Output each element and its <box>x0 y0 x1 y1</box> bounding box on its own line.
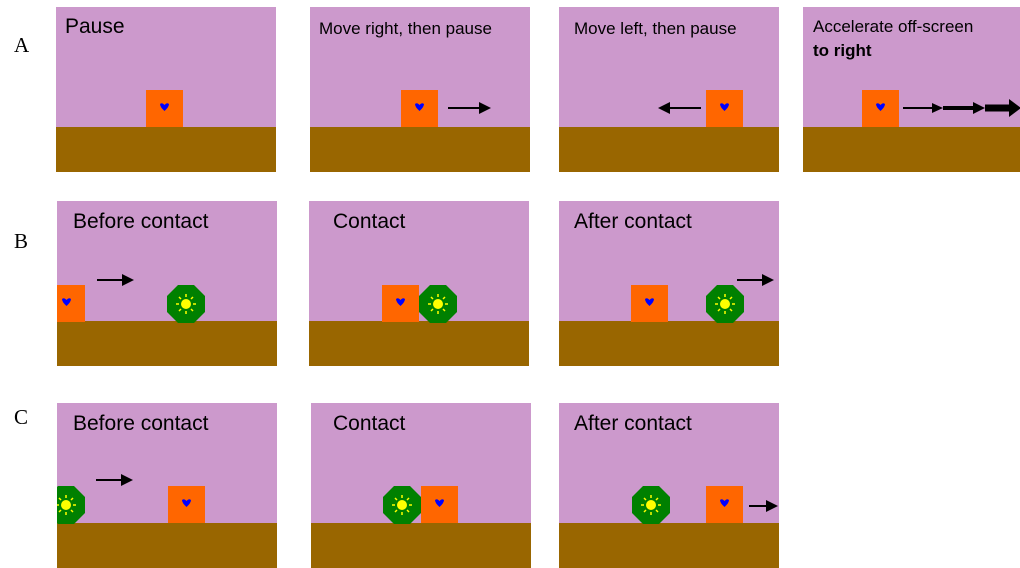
heart-square-icon <box>631 285 668 322</box>
panel-caption-line2: to right <box>813 41 872 60</box>
sun-octagon-icon <box>706 285 744 323</box>
heart-square-icon <box>146 90 183 127</box>
row-label-b: B <box>14 229 29 253</box>
ground <box>309 321 529 366</box>
panel-caption: Contact <box>333 210 406 233</box>
panel-caption: Pause <box>65 15 125 38</box>
panel-caption: Move left, then pause <box>574 19 737 38</box>
ground <box>559 127 779 172</box>
sun-octagon-icon <box>419 285 457 323</box>
panel-caption-line1: Accelerate off-screen <box>813 17 974 36</box>
right-arrow-icon <box>749 500 778 512</box>
heart-square-icon <box>862 90 899 127</box>
left-arrow-icon <box>658 102 701 114</box>
panel-caption: Move right, then pause <box>319 19 492 38</box>
panel-caption: Contact <box>333 412 406 435</box>
panel-c1-before-contact: Before contact <box>57 403 277 568</box>
heart-square-icon <box>168 486 205 523</box>
ground <box>803 127 1020 172</box>
sun-octagon-icon <box>632 486 670 524</box>
panel-a3-move-left: Move left, then pause <box>559 7 779 172</box>
panel-a4-accelerate: Accelerate off-screen to right <box>803 7 1020 172</box>
sun-octagon-icon <box>167 285 205 323</box>
heart-square-icon <box>706 90 743 127</box>
right-arrow-icon <box>96 474 133 486</box>
row-label-a: A <box>14 33 30 57</box>
heart-square-icon <box>706 486 743 523</box>
heart-square-icon <box>401 90 438 127</box>
panel-b3-after-contact: After contact <box>559 201 779 366</box>
right-arrow-icon <box>97 274 134 286</box>
row-label-c: C <box>14 405 29 429</box>
panel-caption: After contact <box>574 412 692 435</box>
panel-caption: After contact <box>574 210 692 233</box>
ground <box>559 523 779 568</box>
panel-caption: Before contact <box>73 412 209 435</box>
accelerating-arrows-icon <box>903 99 1020 117</box>
panel-c2-contact: Contact <box>311 403 531 568</box>
ground <box>311 523 531 568</box>
sun-octagon-icon <box>57 486 85 524</box>
panel-a2-move-right: Move right, then pause <box>310 7 530 172</box>
panel-c3-after-contact: After contact <box>559 403 779 568</box>
panel-a1-pause: Pause <box>56 7 276 172</box>
ground <box>57 523 277 568</box>
right-arrow-icon <box>448 102 491 114</box>
panel-b2-contact: Contact <box>309 201 529 366</box>
heart-square-icon <box>382 285 419 322</box>
ground <box>559 321 779 366</box>
ground <box>57 321 277 366</box>
heart-square-icon <box>421 486 458 523</box>
heart-square-icon <box>57 285 85 322</box>
sun-octagon-icon <box>383 486 421 524</box>
ground <box>310 127 530 172</box>
right-arrow-icon <box>737 274 774 286</box>
panel-b1-before-contact: Before contact <box>57 201 277 366</box>
panel-caption: Before contact <box>73 210 209 233</box>
ground <box>56 127 276 172</box>
